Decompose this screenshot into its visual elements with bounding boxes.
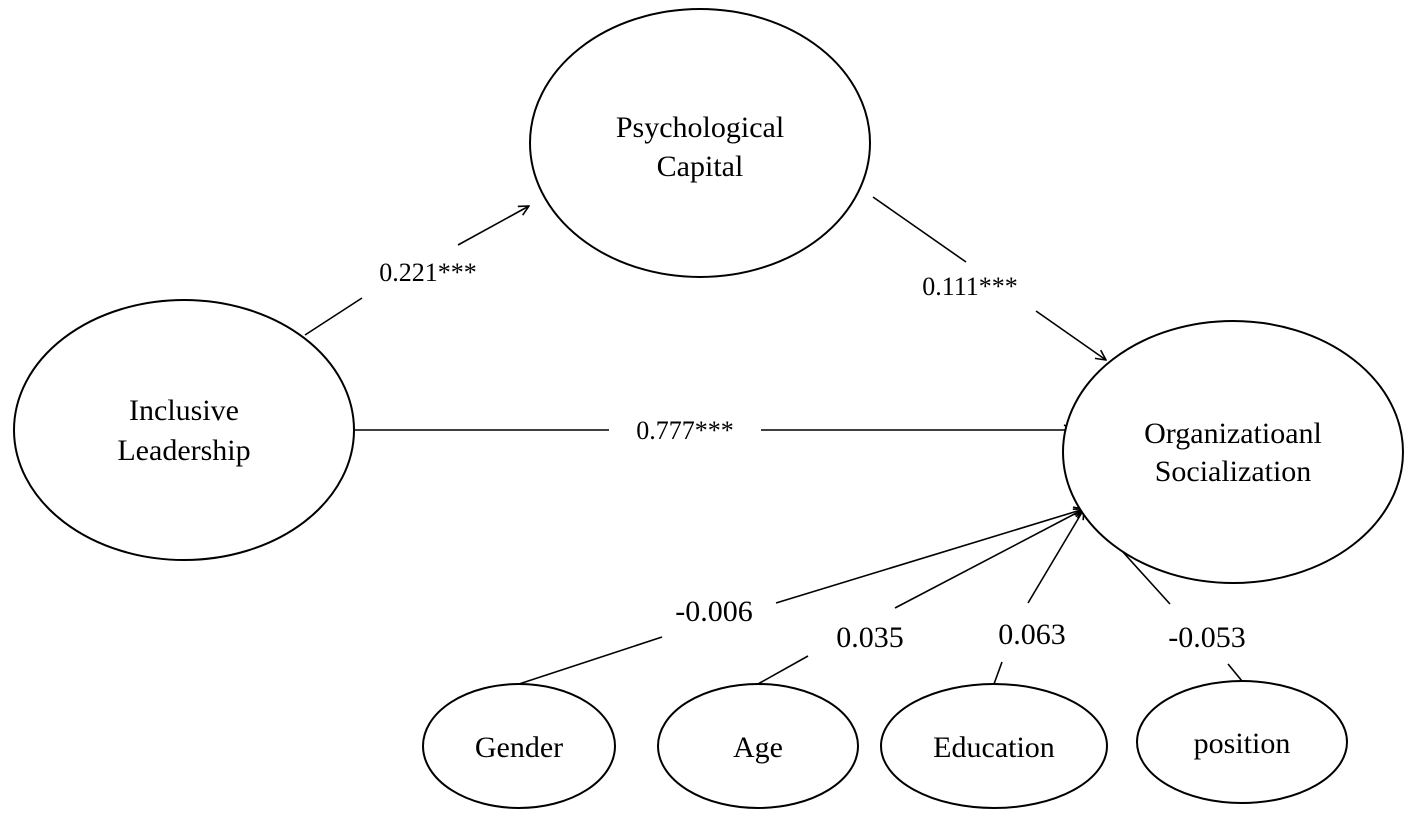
edge-inclusive-to-psycap: 0.221***	[304, 206, 529, 336]
node-label-psycap-line2: Capital	[657, 150, 744, 183]
node-label-orgsoc-line2: Socialization	[1155, 455, 1312, 488]
node-label-gender: Gender	[475, 731, 563, 764]
edge-label-education-to-orgsoc: 0.063	[998, 618, 1066, 651]
node-label-psycap-line1: Psychological	[616, 111, 784, 144]
edge-age-to-orgsoc: 0.035	[757, 509, 1084, 685]
node-gender: Gender	[422, 683, 616, 809]
edge-label-inclusive-to-orgsoc: 0.777***	[636, 416, 734, 445]
node-age: Age	[657, 683, 859, 809]
edge-position-to-orgsoc: -0.053	[1084, 509, 1246, 682]
node-label-education: Education	[933, 731, 1055, 764]
node-position: position	[1136, 680, 1348, 804]
node-psychological-capital: Psychological Capital	[529, 8, 871, 278]
node-organizational-socialization: Organizatioanl Socialization	[1062, 320, 1404, 584]
edge-label-position-to-orgsoc: -0.053	[1168, 621, 1246, 654]
node-label-position: position	[1194, 727, 1291, 760]
edge-label-gender-to-orgsoc: -0.006	[675, 595, 753, 628]
edge-education-to-orgsoc: 0.063	[993, 509, 1084, 685]
node-label-age: Age	[733, 731, 783, 764]
edge-psycap-to-orgsoc: 0.111***	[872, 196, 1106, 360]
node-inclusive-leadership: Inclusive Leadership	[13, 299, 355, 561]
edge-label-age-to-orgsoc: 0.035	[836, 621, 904, 654]
node-label-inclusive-line1: Inclusive	[129, 394, 239, 427]
edge-inclusive-to-orgsoc: 0.777***	[354, 416, 1074, 445]
node-education: Education	[880, 683, 1108, 809]
edge-label-psycap-to-orgsoc: 0.111***	[922, 272, 1018, 301]
node-label-orgsoc-line1: Organizatioanl	[1144, 417, 1322, 450]
edge-label-inclusive-to-psycap: 0.221***	[379, 258, 477, 287]
node-label-inclusive-line2: Leadership	[117, 434, 250, 467]
edge-gender-to-orgsoc: -0.006	[518, 509, 1084, 685]
